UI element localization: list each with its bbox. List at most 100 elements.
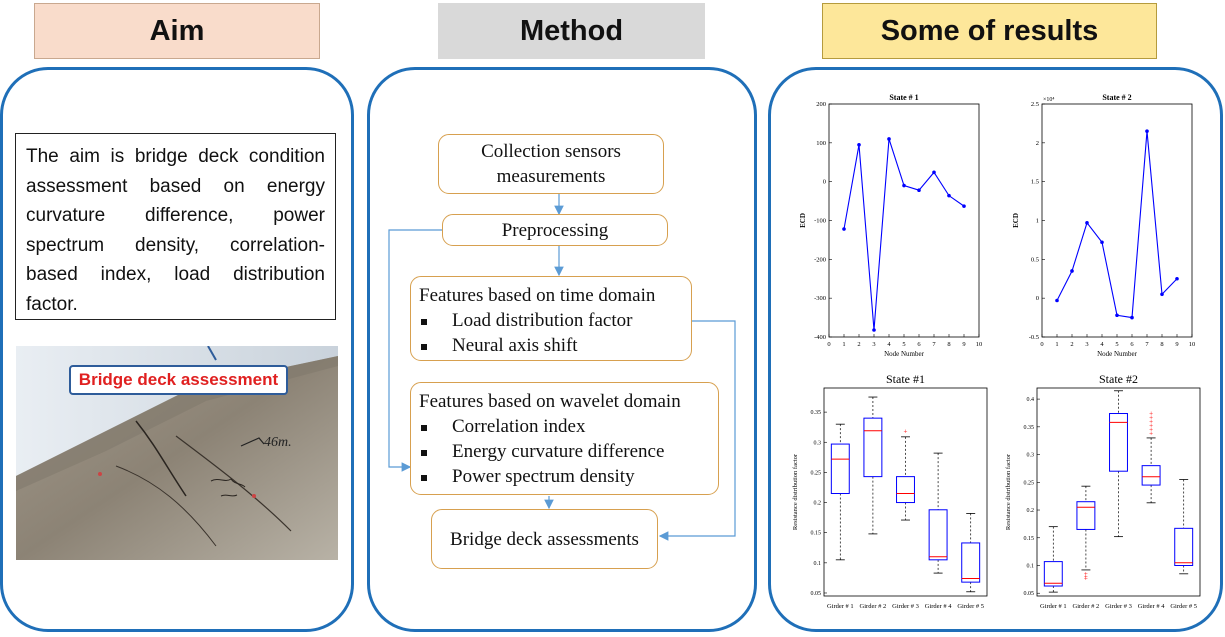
- y-tick-label: 2.5: [1031, 101, 1039, 108]
- time-domain-item: Load distribution factor: [419, 308, 691, 333]
- data-line: [1056, 131, 1178, 319]
- outlier: +: [1084, 573, 1088, 581]
- photo-label: Bridge deck assessment: [69, 365, 288, 395]
- y-tick-label: 0.3: [814, 440, 822, 446]
- y-tick-label: -300: [814, 295, 826, 302]
- box-chart-state-1: State #10.050.10.150.20.250.30.35Resista…: [792, 372, 988, 610]
- outlier: +: [1149, 426, 1153, 434]
- outlier: +: [1149, 410, 1153, 418]
- y-tick-label: 0.2: [1027, 508, 1035, 514]
- data-point: [1160, 292, 1164, 297]
- y-tick-label: 0.35: [1024, 425, 1035, 431]
- chart-title: State #2: [1099, 372, 1138, 386]
- x-tick-label: 0: [827, 341, 830, 348]
- y-tick-label: 0.3: [1027, 453, 1035, 459]
- y-tick-label: 0: [823, 179, 826, 186]
- y-tick-label: 0.1: [814, 561, 822, 567]
- chart-title: State #1: [886, 372, 925, 386]
- collection-label: Collection sensors measurements: [481, 141, 621, 187]
- aim-header: Aim: [34, 3, 320, 59]
- preprocessing-box: Preprocessing: [442, 214, 668, 246]
- wavelet-domain-box: Features based on wavelet domain Correla…: [410, 382, 719, 495]
- data-point: [1175, 276, 1179, 281]
- data-point: [872, 328, 876, 332]
- data-point: [947, 193, 951, 198]
- y-tick-label: 0.05: [811, 591, 822, 597]
- x-tick-label: 8: [947, 341, 950, 348]
- y-tick-label: -100: [814, 218, 826, 225]
- data-point: [1145, 129, 1149, 133]
- y-tick-label: -0.5: [1029, 334, 1039, 341]
- y-tick-label: 0: [1036, 295, 1039, 302]
- y-tick-label: 1.5: [1031, 179, 1039, 186]
- y-tick-label: 0.15: [1024, 536, 1035, 542]
- box: [896, 476, 915, 504]
- x-tick-label: Girder # 5: [1170, 603, 1197, 610]
- x-tick-label: Girder # 5: [957, 603, 984, 610]
- preprocessing-label: Preprocessing: [501, 219, 609, 241]
- y-tick-label: 0.05: [1024, 591, 1035, 597]
- results-header: Some of results: [822, 3, 1157, 59]
- chart-title: State # 2: [1102, 93, 1131, 102]
- x-tick-label: 8: [1160, 341, 1163, 348]
- data-point: [1115, 313, 1119, 318]
- x-tick-label: 7: [1145, 341, 1149, 348]
- data-point: [1055, 298, 1059, 303]
- x-axis-label: Node Number: [1097, 350, 1138, 358]
- data-point: [932, 170, 936, 175]
- data-point: [1070, 269, 1074, 273]
- plot-frame: [823, 387, 988, 597]
- plot-frame: [1041, 103, 1193, 338]
- x-tick-label: 2: [1070, 341, 1073, 348]
- data-point: [887, 137, 891, 141]
- assessment-box: Bridge deck assessments: [431, 509, 658, 569]
- y-tick-label: 100: [816, 140, 826, 147]
- y-tick-label: 1: [1036, 218, 1039, 225]
- x-tick-label: Girder # 3: [892, 603, 919, 610]
- y-axis-label: ECD: [1012, 213, 1020, 228]
- data-point: [962, 204, 966, 208]
- wavelet-domain-item: Power spectrum density: [419, 464, 718, 489]
- x-tick-label: 9: [962, 341, 965, 348]
- photo-handwriting: 46m.: [264, 435, 292, 450]
- outlier: +: [904, 427, 908, 435]
- time-domain-title: Features based on time domain: [419, 285, 656, 306]
- x-tick-label: 4: [887, 341, 891, 348]
- assessment-label: Bridge deck assessments: [450, 528, 639, 550]
- data-point: [857, 142, 861, 147]
- collection-box: Collection sensors measurements: [438, 134, 664, 194]
- y-tick-label: 0.15: [811, 531, 822, 537]
- x-tick-label: 10: [976, 341, 982, 348]
- data-point: [902, 183, 906, 188]
- wavelet-domain-title: Features based on wavelet domain: [419, 391, 681, 412]
- x-tick-label: 1: [842, 341, 845, 348]
- y-tick-label: 0.4: [1027, 397, 1035, 403]
- time-domain-item: Neural axis shift: [419, 333, 691, 358]
- data-line: [843, 138, 965, 331]
- time-domain-box: Features based on time domain Load distr…: [410, 276, 692, 361]
- x-tick-label: Girder # 4: [1138, 603, 1165, 610]
- box: [830, 443, 850, 495]
- y-tick-label: 0.25: [1024, 480, 1035, 486]
- chart-title: State # 1: [889, 93, 918, 102]
- y-tick-label: 0.2: [814, 501, 822, 507]
- y-tick-label: -200: [814, 256, 826, 263]
- x-tick-label: 6: [1130, 341, 1134, 348]
- y-tick-label: 2: [1036, 140, 1039, 147]
- x-tick-label: Girder # 2: [1073, 603, 1100, 610]
- outlier: +: [1149, 417, 1153, 425]
- method-header: Method: [438, 3, 705, 59]
- y-multiplier: ×10⁴: [1043, 97, 1054, 103]
- outlier: +: [1149, 429, 1153, 437]
- x-tick-label: Girder # 3: [1105, 603, 1132, 610]
- outlier: +: [1149, 422, 1153, 430]
- x-tick-label: Girder # 4: [925, 603, 952, 610]
- outlier: +: [1084, 574, 1088, 582]
- x-axis-label: Node Number: [884, 350, 925, 358]
- x-tick-label: 6: [917, 341, 921, 348]
- wavelet-domain-item: Correlation index: [419, 414, 718, 439]
- x-tick-label: 3: [872, 341, 875, 348]
- y-axis-label: Resistance distribution factor: [1005, 453, 1012, 530]
- data-point: [1085, 221, 1089, 225]
